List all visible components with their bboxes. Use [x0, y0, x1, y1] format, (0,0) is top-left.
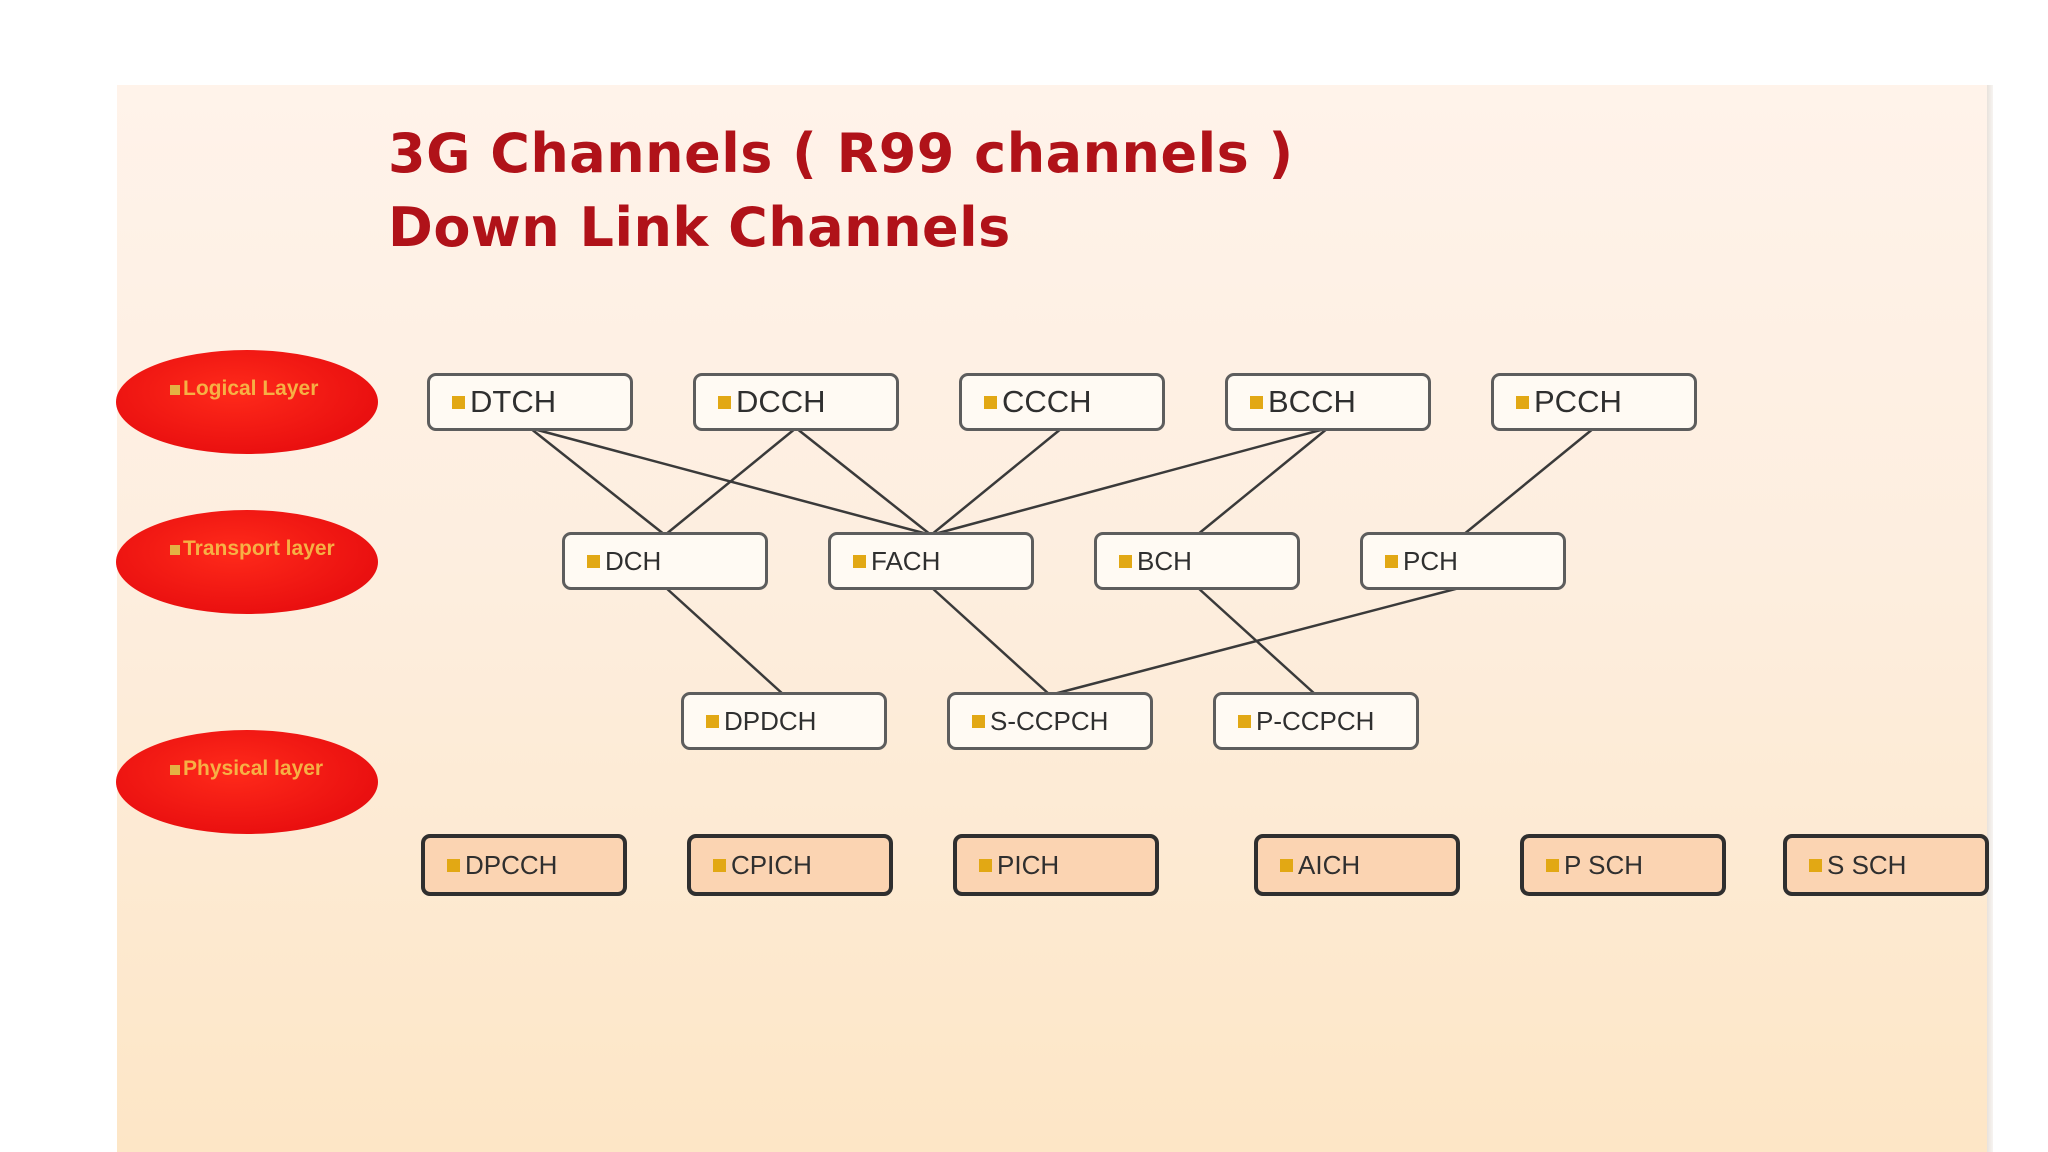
title-line-2: Down Link Channels: [388, 196, 1011, 259]
channel-label: CCCH: [1002, 384, 1092, 419]
channel-label: S SCH: [1827, 849, 1907, 880]
channel-box-dpcch: DPCCH: [421, 834, 627, 896]
bullet-icon: [972, 714, 985, 728]
oval-bullet: [170, 385, 180, 395]
channel-box-pich: PICH: [953, 834, 1159, 896]
channel-box-p-ccpch: P-CCPCH: [1213, 692, 1419, 750]
mapping-line-pcch-pch: [1462, 427, 1595, 536]
mapping-line-ccch-fach: [930, 427, 1063, 536]
mapping-line-dch-dpdch: [664, 586, 785, 696]
channel-box-dcch: DCCH: [693, 373, 899, 431]
channel-label: CPICH: [731, 849, 812, 880]
slide-edge: [1987, 85, 1993, 1152]
channel-label: PICH: [997, 849, 1060, 880]
layer-oval-logical: Logical Layer: [116, 350, 378, 454]
channel-box-aich: AICH: [1254, 834, 1460, 896]
mapping-line-fach-s-ccpch: [930, 586, 1051, 696]
layer-oval-transport: Transport layer: [116, 510, 378, 614]
channel-label: DCCH: [736, 384, 826, 419]
channel-label: AICH: [1298, 849, 1361, 880]
channel-box-pch: PCH: [1360, 532, 1566, 590]
channel-label: FACH: [871, 545, 941, 576]
channel-box-ccch: CCCH: [959, 373, 1165, 431]
channel-box-dch: DCH: [562, 532, 768, 590]
mapping-line-bch-p-ccpch: [1196, 586, 1317, 696]
channel-box-dtch: DTCH: [427, 373, 633, 431]
slide-background: [117, 85, 1987, 1152]
bullet-icon: [979, 858, 992, 872]
oval-bullet: [170, 545, 180, 555]
channel-label: BCH: [1137, 545, 1192, 576]
bullet-icon: [452, 395, 465, 409]
channel-label: PCCH: [1534, 384, 1622, 419]
bullet-icon: [713, 858, 726, 872]
oval-bullet: [170, 765, 180, 775]
bullet-icon: [1280, 858, 1293, 872]
channel-box-s-sch: S SCH: [1783, 834, 1989, 896]
bullet-icon: [447, 858, 460, 872]
layer-oval-physical: Physical layer: [116, 730, 378, 834]
channel-box-bch: BCH: [1094, 532, 1300, 590]
channel-label: S-CCPCH: [990, 705, 1109, 736]
bullet-icon: [587, 554, 600, 568]
channel-label: DCH: [605, 545, 662, 576]
bullet-icon: [853, 554, 866, 568]
layer-label-transport: Transport layer: [183, 537, 335, 560]
mapping-line-dcch-fach: [795, 427, 932, 536]
bullet-icon: [1516, 395, 1529, 409]
channel-box-fach: FACH: [828, 532, 1034, 590]
channel-label: DTCH: [470, 384, 557, 419]
channel-box-s-ccpch: S-CCPCH: [947, 692, 1153, 750]
channel-box-dpdch: DPDCH: [681, 692, 887, 750]
channel-label: P-CCPCH: [1256, 705, 1375, 736]
channel-label: PCH: [1403, 545, 1458, 576]
mapping-line-dtch-dch: [529, 427, 666, 536]
channel-label: DPDCH: [724, 705, 817, 736]
layer-label-logical: Logical Layer: [183, 377, 319, 400]
mapping-line-dcch-dch: [664, 427, 797, 536]
bullet-icon: [1238, 714, 1251, 728]
mapping-line-bcch-fach: [930, 426, 1329, 537]
channel-box-p-sch: P SCH: [1520, 834, 1726, 896]
layer-label-physical: Physical layer: [183, 757, 324, 780]
channel-label: DPCCH: [465, 849, 558, 880]
title-line-1: 3G Channels ( R99 channels ): [388, 122, 1294, 185]
bullet-icon: [1119, 554, 1132, 568]
channel-label: BCCH: [1268, 384, 1356, 419]
bullet-icon: [1385, 554, 1398, 568]
bullet-icon: [706, 714, 719, 728]
bullet-icon: [984, 395, 997, 409]
mapping-line-bcch-bch: [1196, 427, 1329, 536]
channel-box-bcch: BCCH: [1225, 373, 1431, 431]
channel-box-cpich: CPICH: [687, 834, 893, 896]
bullet-icon: [1546, 858, 1559, 872]
bullet-icon: [718, 395, 731, 409]
bullet-icon: [1809, 858, 1822, 872]
bullet-icon: [1250, 395, 1263, 409]
channel-box-pcch: PCCH: [1491, 373, 1697, 431]
channel-label: P SCH: [1564, 849, 1643, 880]
